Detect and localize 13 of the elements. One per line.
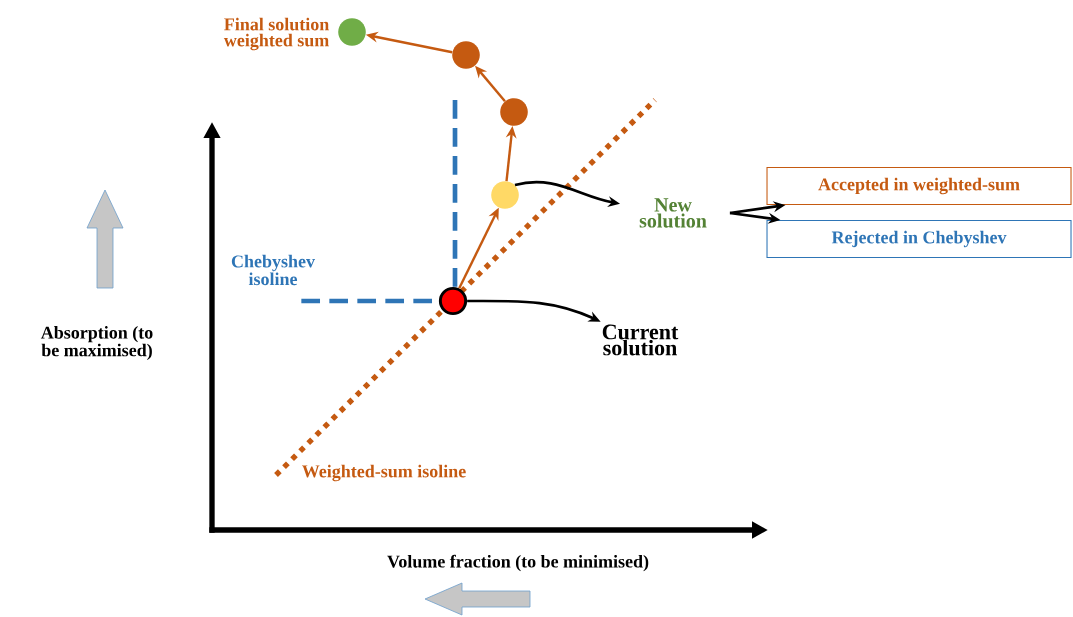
point-label: Final solution weighted sum xyxy=(223,17,329,51)
solution-point xyxy=(500,98,528,126)
solution-point xyxy=(491,181,519,209)
axis-label: Absorption (to be maximised) xyxy=(40,326,153,360)
outcome-box: Rejected in Chebyshev xyxy=(766,219,1072,259)
solution-label: Current solution xyxy=(602,324,679,356)
axis-label: Weighted-sum isoline xyxy=(302,464,466,482)
axis-label: Volume fraction (to be minimised) xyxy=(387,554,649,572)
solution-point xyxy=(452,41,480,69)
solution-point xyxy=(438,286,468,316)
outcome-box: Accepted in weighted-sum xyxy=(766,166,1072,206)
solution-label: New solution xyxy=(639,198,707,228)
axis-label: Chebyshev isoline xyxy=(231,254,315,286)
